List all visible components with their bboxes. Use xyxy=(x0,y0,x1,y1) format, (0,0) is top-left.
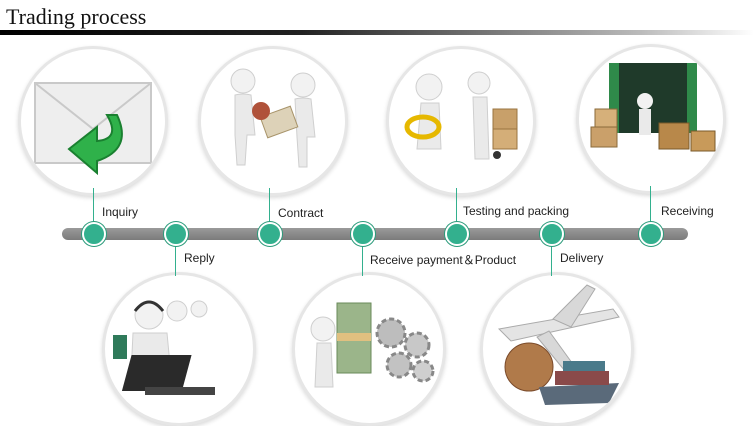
reply-connector xyxy=(175,236,176,276)
envelope-arrow-icon xyxy=(34,82,152,176)
delivery-node xyxy=(540,222,564,246)
testing-connector xyxy=(456,188,457,232)
receiving-node xyxy=(639,222,663,246)
payment-node xyxy=(351,222,375,246)
container-boxes-icon xyxy=(590,63,716,152)
step-label-receiving: Receiving xyxy=(661,204,714,218)
call-center-operators-icon xyxy=(113,300,215,395)
money-gears-icon xyxy=(310,302,435,388)
step-label-delivery: Delivery xyxy=(560,251,604,265)
contract-connector xyxy=(269,188,270,232)
contract-node xyxy=(258,222,282,246)
payment-connector xyxy=(362,236,363,276)
contract-circle xyxy=(198,46,348,196)
reply-circle xyxy=(102,272,256,426)
title-underline xyxy=(0,30,754,35)
plane-ship-globe-icon xyxy=(497,284,620,405)
testing-node xyxy=(445,222,469,246)
reply-node xyxy=(164,222,188,246)
delivery-circle xyxy=(480,272,634,426)
inquiry-node xyxy=(82,222,106,246)
inquiry-circle xyxy=(18,46,168,196)
inquiry-connector xyxy=(93,188,94,232)
step-label-testing: Testing and packing xyxy=(463,204,570,218)
step-label-inquiry: Inquiry xyxy=(102,205,139,219)
handshake-stamp-icon xyxy=(230,68,316,168)
magnifier-boxes-icon xyxy=(404,71,518,160)
receiving-connector xyxy=(650,186,651,232)
receiving-circle xyxy=(576,44,726,194)
payment-circle xyxy=(292,272,446,426)
timeline-bar xyxy=(62,228,688,240)
delivery-connector xyxy=(551,236,552,276)
step-label-reply: Reply xyxy=(184,251,215,265)
step-label-payment: Receive payment＆Product xyxy=(370,253,517,267)
page-title: Trading process xyxy=(6,4,147,29)
step-label-contract: Contract xyxy=(278,206,324,220)
testing-circle xyxy=(386,46,536,196)
